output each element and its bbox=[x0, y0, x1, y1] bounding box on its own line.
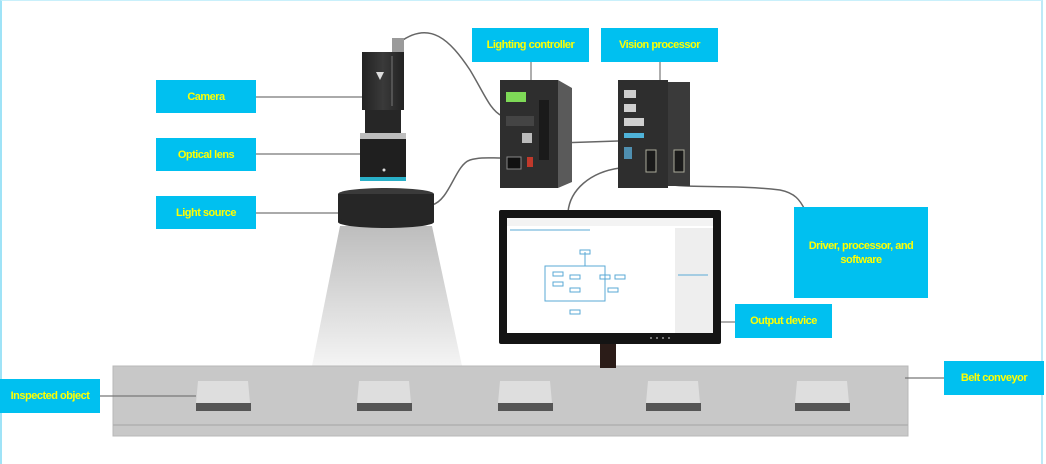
label-camera: Camera bbox=[156, 80, 256, 113]
camera-device bbox=[338, 38, 434, 228]
label-optical-lens: Optical lens bbox=[156, 138, 256, 171]
lighting-controller-device bbox=[500, 80, 572, 188]
label-driver-processor-software: Driver, processor, and software bbox=[794, 207, 928, 298]
inspected-object bbox=[196, 381, 251, 411]
inspected-object bbox=[795, 381, 850, 411]
inspected-objects bbox=[196, 381, 850, 411]
label-light-source: Light source bbox=[156, 196, 256, 229]
label-belt-conveyor: Belt conveyor bbox=[944, 361, 1044, 395]
inspected-object bbox=[498, 381, 553, 411]
label-lighting-controller: Lighting controller bbox=[472, 28, 589, 62]
label-vision-processor: Vision processor bbox=[601, 28, 718, 62]
label-output-device: Output device bbox=[735, 304, 832, 338]
inspected-object bbox=[357, 381, 412, 411]
output-monitor bbox=[499, 210, 721, 368]
cables bbox=[399, 31, 806, 213]
leader-lines bbox=[95, 62, 944, 397]
vision-processor-device bbox=[618, 80, 690, 188]
label-inspected-object: Inspected object bbox=[0, 379, 100, 413]
light-beam bbox=[312, 226, 462, 366]
inspected-object bbox=[646, 381, 701, 411]
